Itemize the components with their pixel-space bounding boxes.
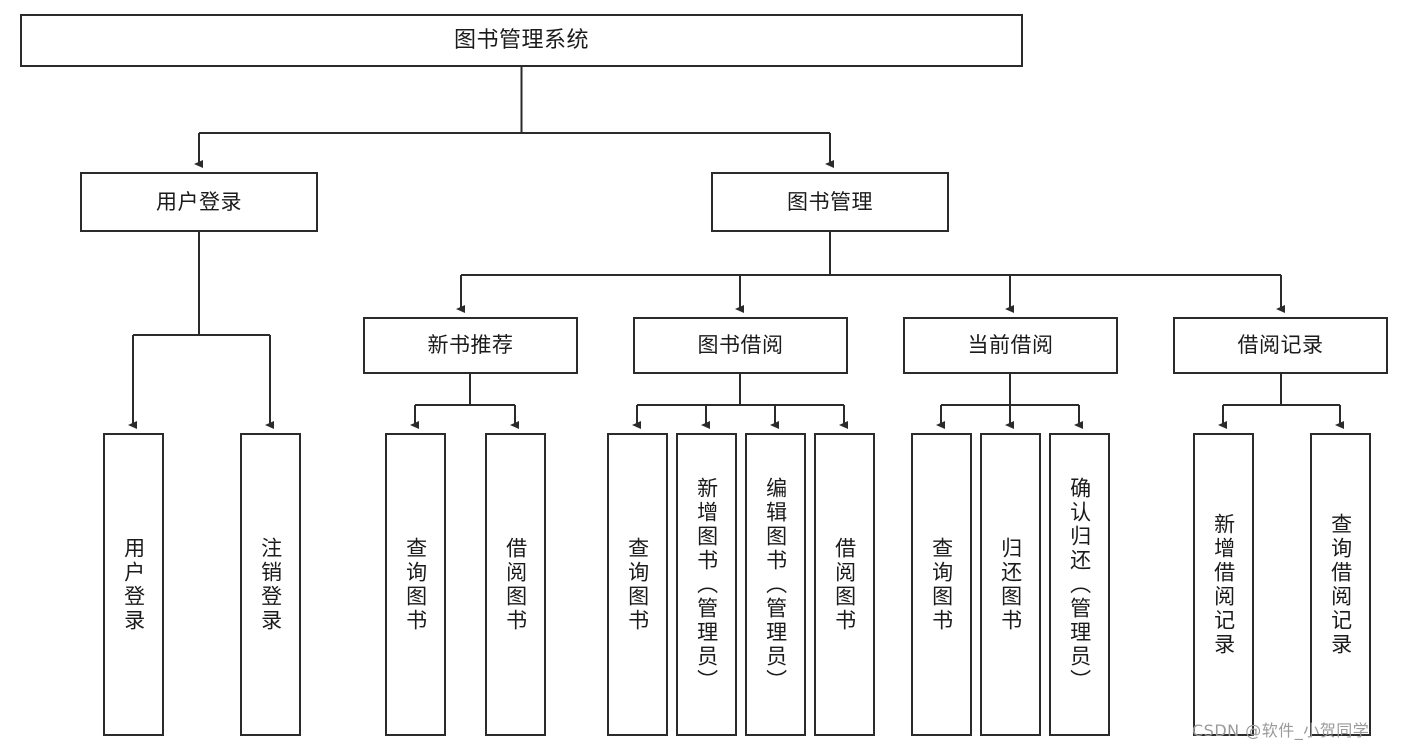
- leaf-borrow-record-query[interactable]: 查询借阅记录: [1310, 433, 1371, 736]
- node-book-management[interactable]: 图书管理: [711, 172, 949, 232]
- node-label: 确认归还（管理员）: [1067, 476, 1092, 693]
- node-label: 查询图书: [625, 536, 650, 633]
- node-label: 查询图书: [403, 536, 428, 633]
- node-borrow-record[interactable]: 借阅记录: [1173, 317, 1388, 374]
- leaf-book-borrow-edit[interactable]: 编辑图书（管理员）: [745, 433, 806, 736]
- leaf-book-borrow-borrow[interactable]: 借阅图书: [814, 433, 875, 736]
- node-label: 归还图书: [998, 536, 1023, 633]
- node-label: 借阅图书: [503, 536, 528, 633]
- node-label: 借阅图书: [832, 536, 857, 633]
- leaf-current-borrow-return[interactable]: 归还图书: [980, 433, 1041, 736]
- node-label: 图书管理: [787, 189, 873, 214]
- leaf-new-book-query[interactable]: 查询图书: [385, 433, 446, 736]
- leaf-current-borrow-confirm-return[interactable]: 确认归还（管理员）: [1049, 433, 1110, 736]
- leaf-book-borrow-query[interactable]: 查询图书: [607, 433, 668, 736]
- node-label: 用户登录: [121, 536, 146, 633]
- node-label: 编辑图书（管理员）: [763, 476, 788, 693]
- csdn-watermark: CSDN @软件_小贺同学: [1192, 721, 1370, 740]
- node-label: 用户登录: [156, 189, 242, 214]
- node-label: 查询图书: [929, 536, 954, 633]
- node-label: 新书推荐: [427, 333, 514, 358]
- node-new-book-recommend[interactable]: 新书推荐: [363, 317, 578, 374]
- node-current-borrow[interactable]: 当前借阅: [903, 317, 1118, 374]
- leaf-book-borrow-add[interactable]: 新增图书（管理员）: [676, 433, 737, 736]
- node-label: 图书借阅: [697, 333, 784, 358]
- node-user-login[interactable]: 用户登录: [80, 172, 318, 232]
- leaf-user-login-login[interactable]: 用户登录: [103, 433, 164, 736]
- leaf-borrow-record-add[interactable]: 新增借阅记录: [1193, 433, 1254, 736]
- node-book-borrow[interactable]: 图书借阅: [633, 317, 848, 374]
- node-label: 注销登录: [258, 536, 283, 633]
- node-label: 当前借阅: [967, 333, 1054, 358]
- leaf-current-borrow-query[interactable]: 查询图书: [911, 433, 972, 736]
- leaf-new-book-borrow[interactable]: 借阅图书: [485, 433, 546, 736]
- node-label: 查询借阅记录: [1328, 512, 1353, 657]
- node-label: 图书管理系统: [453, 27, 589, 53]
- node-label: 新增图书（管理员）: [694, 476, 719, 693]
- node-root-book-management-system[interactable]: 图书管理系统: [20, 14, 1023, 67]
- leaf-user-login-logout[interactable]: 注销登录: [240, 433, 301, 736]
- node-label: 借阅记录: [1237, 333, 1324, 358]
- node-label: 新增借阅记录: [1211, 512, 1236, 657]
